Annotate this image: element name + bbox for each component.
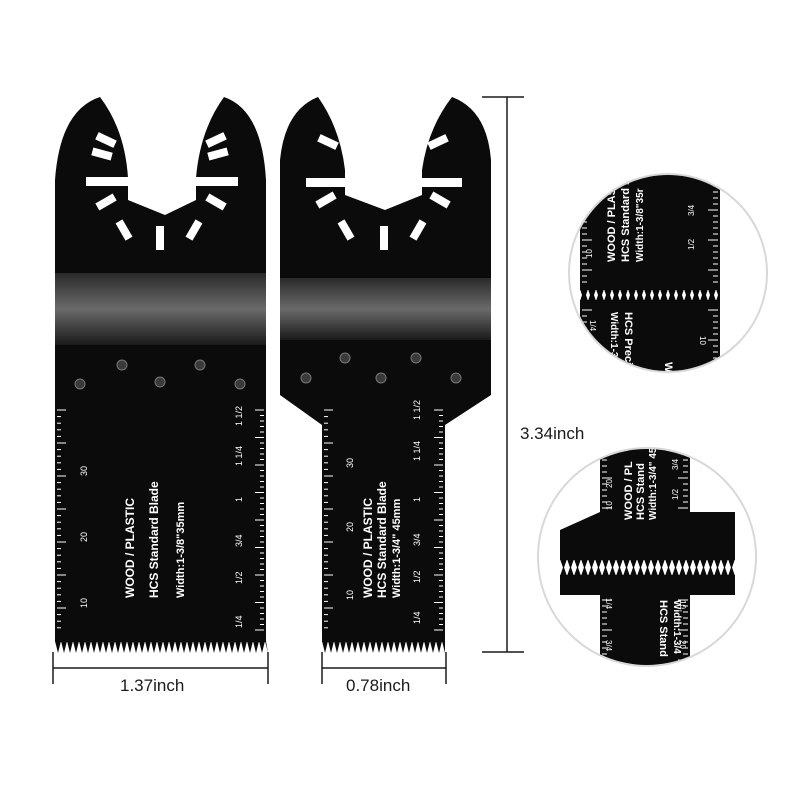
metric-label: 10 bbox=[678, 600, 687, 609]
metric-label: 10 bbox=[345, 590, 355, 600]
inch-label: 1/2 bbox=[671, 488, 680, 500]
large-blade-rivets bbox=[74, 359, 246, 390]
large-blade-ruler-right bbox=[255, 409, 264, 631]
zoom-top-width-text-2: Width:1-3/8 bbox=[608, 312, 619, 366]
small-blade-ruler-right bbox=[434, 409, 443, 631]
small-blade-width-text: Width:1-3/4" 45mm bbox=[391, 499, 403, 598]
small-blade-band bbox=[280, 278, 491, 340]
metric-label: 20 bbox=[605, 479, 614, 488]
small-blade-ruler-left bbox=[324, 409, 333, 629]
width-small-label: 0.78inch bbox=[346, 676, 411, 695]
inch-label: 1/2 bbox=[234, 571, 244, 584]
large-blade-mount-holes bbox=[86, 132, 238, 250]
large-blade: WOOD / PLASTIC HCS Standard Blade Width:… bbox=[55, 97, 268, 653]
zoom-bottom-material-text: WOOD / PL bbox=[623, 461, 635, 520]
height-label: 3.34inch bbox=[520, 424, 585, 443]
small-blade-type-text: HCS Standard Blade bbox=[375, 481, 389, 598]
metric-label: 20 bbox=[79, 532, 89, 542]
zoom-detail-bottom: WOOD / PL HCS Stand Width:1-3/4" 45 HCS … bbox=[537, 447, 757, 667]
inch-label: 3/4 bbox=[687, 204, 696, 216]
metric-label: 30 bbox=[79, 466, 89, 476]
small-blade-inch-labels: 1/4 1/2 3/4 1 1 1/4 1 1/2 bbox=[412, 400, 422, 624]
small-blade-metric-labels: 10 20 30 bbox=[345, 458, 355, 600]
large-blade-band bbox=[55, 273, 266, 345]
dimension-lines bbox=[52, 96, 524, 684]
inch-label: 1 1/4 bbox=[412, 441, 422, 461]
large-blade-inch-labels: 1/4 1/2 3/4 1 1 1/4 1 1/2 bbox=[234, 406, 244, 628]
large-blade-type-text: HCS Standard Blade bbox=[147, 481, 161, 598]
large-blade-width-text: Width:1-3/8"35mm bbox=[175, 502, 187, 598]
width-large-dimension bbox=[52, 652, 269, 684]
small-blade-rivets bbox=[300, 352, 462, 384]
inch-label: 1/4 bbox=[234, 615, 244, 628]
zoom-bottom-width-text: Width:1-3/4" 45 bbox=[648, 447, 659, 520]
inch-label: 1 bbox=[412, 497, 422, 502]
zoom-bottom-width-text-2: Width:1-3/4 bbox=[671, 600, 682, 654]
width-large-label: 1.37inch bbox=[120, 676, 185, 695]
large-blade-ruler-left bbox=[57, 409, 66, 629]
inch-label: 3/4 bbox=[412, 533, 422, 546]
metric-label: 10 bbox=[698, 336, 707, 345]
metric-label: 10 bbox=[585, 249, 594, 258]
zoom-bottom-type-text-2: HCS Stand bbox=[657, 600, 669, 657]
inch-label: 1/4 bbox=[412, 611, 422, 624]
inch-label: 3/4 bbox=[234, 534, 244, 547]
metric-label: 20 bbox=[698, 370, 707, 379]
small-blade-body bbox=[280, 97, 491, 642]
zoom-bottom-type-text: HCS Stand bbox=[635, 463, 647, 520]
zoom-top-width-text: Width:1-3/8"35r bbox=[635, 188, 646, 262]
metric-label: 30 bbox=[345, 458, 355, 468]
inch-label: 1/4 bbox=[588, 320, 597, 332]
zoom-top-material-text-2: WOOD bbox=[662, 362, 674, 397]
inch-label: 1/2 bbox=[687, 238, 696, 250]
zoom-top-type-text-2: HCS Precisi bbox=[622, 312, 634, 374]
small-blade-material-text: WOOD / PLASTIC bbox=[361, 498, 375, 598]
inch-label: 1 1/2 bbox=[412, 400, 422, 420]
zoom-detail-top: WOOD / PLASTIC HCS Standard Bl Width:1-3… bbox=[568, 170, 768, 397]
width-small-dimension bbox=[321, 652, 447, 684]
inch-label: 1/4 bbox=[604, 598, 613, 610]
inch-label: 1 1/4 bbox=[234, 446, 244, 466]
height-dimension bbox=[482, 96, 524, 653]
large-blade-material-text: WOOD / PLASTIC bbox=[123, 498, 137, 598]
large-blade-cutting-section bbox=[55, 403, 266, 642]
large-blade-metric-labels: 10 20 30 bbox=[79, 466, 89, 608]
small-blade-mount-holes bbox=[306, 134, 462, 250]
inch-label: 3/4 bbox=[671, 458, 680, 470]
inch-label: 1 1/2 bbox=[234, 406, 244, 426]
inch-label: 1/2 bbox=[412, 570, 422, 583]
zoom-top-type-text: HCS Standard Bl bbox=[620, 174, 632, 262]
inch-label: 3/4 bbox=[604, 640, 613, 652]
metric-label: 10 bbox=[605, 501, 614, 510]
large-blade-teeth bbox=[55, 641, 268, 653]
zoom-top-material-text: WOOD / PLASTIC bbox=[606, 170, 618, 262]
metric-label: 10 bbox=[79, 598, 89, 608]
inch-label: 1 bbox=[234, 497, 244, 502]
small-blade: WOOD / PLASTIC HCS Standard Blade Width:… bbox=[280, 97, 491, 653]
small-blade-teeth bbox=[322, 641, 445, 653]
metric-label: 20 bbox=[345, 522, 355, 532]
metric-label: 20 bbox=[678, 640, 687, 649]
